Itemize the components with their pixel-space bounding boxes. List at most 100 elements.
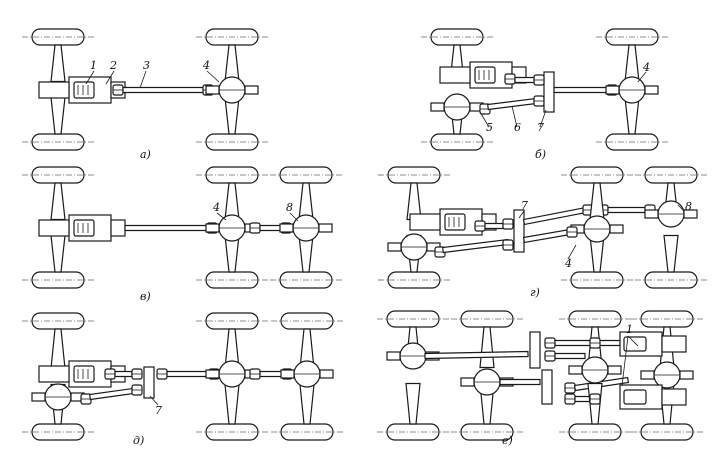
- a-leader-2: [105, 70, 115, 85]
- g-rear-diff-hub-left: [644, 209, 659, 219]
- v-rear-axle-beam-top: [298, 182, 314, 221]
- a-engine-block: [73, 81, 95, 99]
- g-leader-8: [677, 204, 685, 212]
- g-front-diff-hub-left: [387, 242, 402, 252]
- b-shaft-gb-tc: [514, 76, 535, 84]
- e-shaft-axle2: [499, 378, 541, 386]
- e-diff-2-hub-left: [460, 377, 475, 387]
- d-leader-7: [149, 395, 159, 406]
- g-transfer-case: [513, 209, 525, 253]
- e-engine-1-block: [623, 336, 647, 352]
- e-diff-4-hub-right: [679, 370, 694, 380]
- g-rear-diff-hub-right: [683, 209, 698, 219]
- a-rear-diff-hub-right: [244, 85, 259, 95]
- a-propshaft: [122, 86, 207, 94]
- a-leader-1: [85, 70, 95, 85]
- callout-2-a: 2: [109, 59, 117, 72]
- b-front-shaft: [487, 97, 537, 111]
- callout-5-b: 5: [486, 121, 493, 134]
- v-gearbox: [110, 219, 126, 237]
- d-transfer-case: [143, 366, 155, 399]
- e-shaft-to-engine-1: [554, 339, 621, 347]
- e-transfer-case-front: [529, 331, 541, 369]
- callout-7-d: 7: [155, 404, 162, 417]
- v-frame-front: [38, 219, 70, 237]
- label-a: а): [140, 148, 151, 161]
- callout-4-g: 4: [564, 257, 572, 270]
- callout-6-b: 6: [514, 121, 521, 134]
- e-shaft-axle1: [424, 350, 529, 360]
- v-propshaft: [124, 224, 213, 232]
- e-diff-4-hub-left: [640, 370, 655, 380]
- g-rear-axle-beam-bottom: [663, 234, 679, 273]
- b-rear-diff-hub-right: [644, 85, 659, 95]
- a-rear-diff-hub-left: [205, 85, 220, 95]
- e-engine-1-rear: [661, 335, 687, 353]
- b-leader-4: [637, 71, 647, 83]
- b-leader-5: [479, 111, 490, 128]
- a-front-axle-beam-bottom: [50, 96, 66, 135]
- d-mid-axle-beam-bottom: [224, 383, 240, 425]
- d-frame-front: [38, 365, 70, 383]
- b-rear-shaft: [553, 86, 613, 94]
- e-diff-1-hub-left: [386, 351, 401, 361]
- label-e: е): [502, 434, 513, 447]
- v-front-axle-beam-bottom: [50, 234, 66, 273]
- callout-4-v: 4: [212, 201, 220, 214]
- a-frame-front: [38, 81, 70, 99]
- d-front-axle-beam-top: [50, 328, 66, 370]
- callout-1-e: 1: [626, 323, 633, 336]
- d-front-diff-hub-left: [31, 392, 46, 402]
- d-front-shaft: [88, 387, 135, 401]
- e-shaft-to-axle3: [554, 352, 586, 360]
- d-interaxle-shaft: [259, 370, 285, 378]
- v-mid-axle-beam-top: [224, 182, 240, 221]
- g-shaft-to-mid-low: [522, 228, 572, 244]
- label-d: д): [133, 434, 144, 447]
- e-diff-3-hub-left: [568, 365, 583, 375]
- g-mid-axle-beam-top: [589, 182, 605, 221]
- callout-7-g: 7: [521, 199, 528, 212]
- g-engine-block: [444, 213, 466, 231]
- b-leader-7: [539, 109, 547, 128]
- callout-7-b: 7: [537, 121, 544, 134]
- v-engine-block: [73, 219, 95, 237]
- b-front-diff-hub-left: [430, 102, 445, 112]
- a-leader-4: [206, 70, 220, 83]
- d-mid-diff-hub-left: [205, 369, 220, 379]
- g-shaft-to-mid: [522, 206, 588, 226]
- g-shaft-gb-tc: [484, 222, 504, 230]
- v-rear-diff-hub-right: [318, 223, 333, 233]
- b-frame-front: [439, 66, 471, 84]
- g-frame-front: [409, 213, 441, 231]
- g-leader-4: [567, 244, 577, 260]
- label-g: г): [530, 286, 540, 299]
- g-front-shaft: [442, 238, 509, 254]
- g-leader-7: [518, 210, 525, 219]
- label-v: в): [140, 290, 151, 303]
- a-front-axle-beam-top: [50, 44, 66, 83]
- g-mid-diff-hub-right: [609, 224, 624, 234]
- e-diff-3-hub-right: [607, 365, 622, 375]
- v-rear-diff-hub-left: [279, 223, 294, 233]
- callout-3-a: 3: [143, 59, 150, 72]
- d-rear-diff-hub-right: [319, 369, 334, 379]
- e-engine-2-block: [623, 389, 647, 405]
- callout-1-a: 1: [90, 59, 97, 72]
- b-rear-axle-beam-top: [624, 44, 640, 83]
- e-axle-1-beam-bottom: [405, 382, 421, 425]
- d-rear-diff-hub-left: [280, 369, 295, 379]
- a-rear-axle-beam-top: [224, 44, 240, 83]
- e-leader-1a: [627, 335, 639, 347]
- v-leader-4: [216, 212, 227, 221]
- e-axle-2-beam-top: [479, 326, 495, 369]
- a-leader-3: [139, 70, 147, 89]
- d-rear-axle-beam-bottom: [299, 383, 315, 425]
- v-front-axle-beam-top: [50, 182, 66, 221]
- b-leader-6: [511, 105, 518, 128]
- e-engine-2-rear: [661, 388, 687, 406]
- d-shaft-gb-tc: [114, 370, 133, 378]
- callout-4-b: 4: [642, 61, 650, 74]
